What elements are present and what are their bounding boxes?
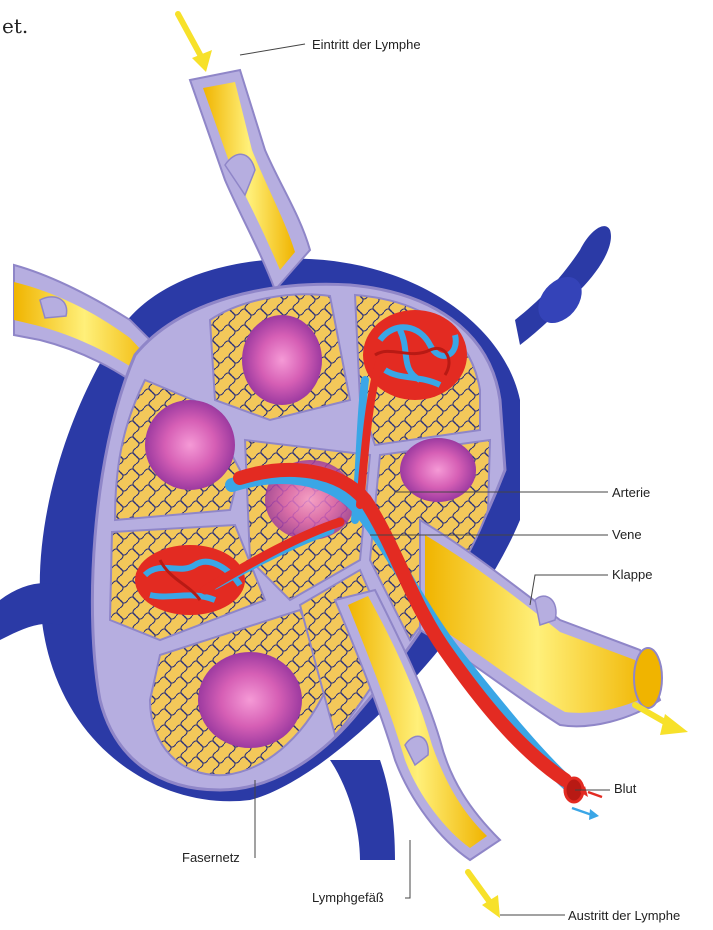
label-valve: Klappe (612, 567, 652, 582)
entry-arrow (178, 14, 212, 72)
exit-arrow-bottom (468, 872, 500, 918)
label-exit: Austritt der Lymphe (568, 908, 680, 923)
efferent-lymph-vessel (420, 520, 662, 726)
label-fiber-net: Fasernetz (182, 850, 240, 865)
exit-arrow-right (635, 705, 688, 735)
label-entry: Eintritt der Lymphe (312, 37, 421, 52)
label-blood: Blut (614, 781, 637, 796)
label-artery: Arterie (612, 485, 650, 500)
label-vein: Vene (612, 527, 642, 542)
label-lymph-vessel: Lymphgefäß (312, 890, 384, 905)
afferent-lymph-vessel-top (190, 70, 310, 290)
blood-out-arrow (572, 808, 599, 820)
